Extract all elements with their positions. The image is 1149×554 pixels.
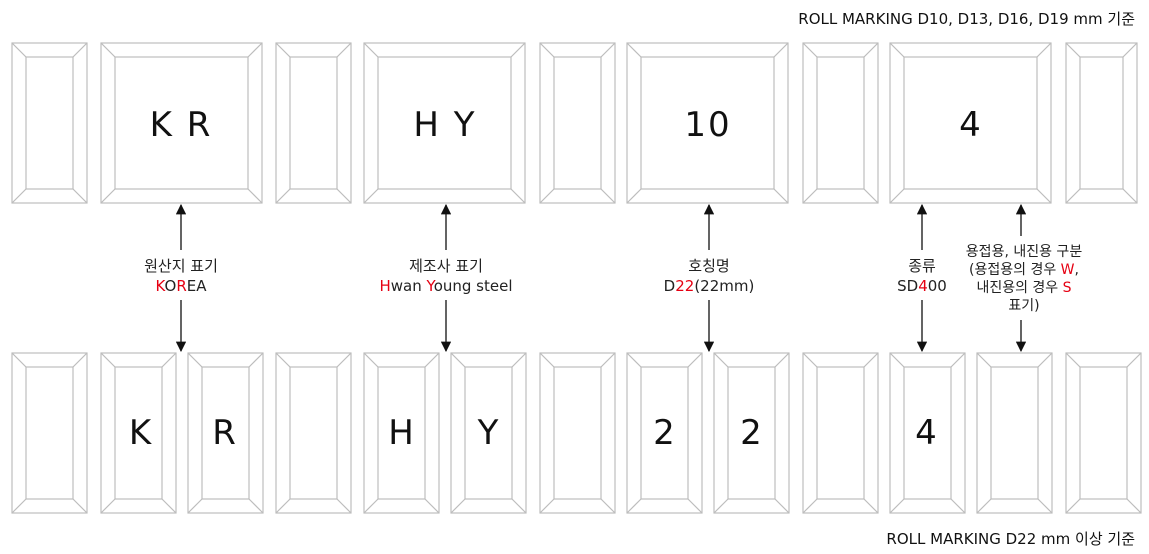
bottom-frame-10 (889, 352, 966, 514)
label-maker: 제조사 표기 Hwan Young steel (379, 254, 513, 298)
label-origin-title: 원산지 표기 (144, 257, 218, 275)
top-narrow-frame-3 (802, 42, 879, 204)
bottom-frame-7 (626, 352, 703, 514)
top-wide-frame-1 (363, 42, 526, 204)
label-usage-line2: (용접용의 경우 W, (969, 262, 1079, 278)
top-wide-frame-3 (889, 42, 1052, 204)
top-caption: ROLL MARKING D10, D13, D16, D19 mm 기준 (798, 10, 1135, 28)
bottom-mark-maker-1: H (388, 413, 416, 453)
label-usage-line1: 용접용, 내진용 구분 (965, 244, 1083, 260)
bottom-frame-9 (802, 352, 879, 514)
bottom-mark-size-2: 2 (740, 413, 764, 453)
label-origin-text: KOREA (155, 277, 207, 295)
top-narrow-frame-1 (275, 42, 352, 204)
bottom-frame-4 (363, 352, 440, 514)
label-maker-text: Hwan Young steel (379, 277, 513, 295)
label-usage: 용접용, 내진용 구분 (용접용의 경우 W, 내진용의 경우 S 표기) (965, 241, 1083, 317)
top-mark-size: 10 (684, 105, 732, 145)
label-usage-line3: 내진용의 경우 S (976, 280, 1072, 296)
top-mark-grade: 4 (959, 105, 983, 145)
bottom-frame-6 (539, 352, 616, 514)
top-narrow-frame-4 (1065, 42, 1138, 204)
label-size: 호칭명 D22(22mm) (663, 254, 755, 298)
bottom-mark-maker-2: Y (477, 413, 501, 453)
top-mark-origin: K R (149, 105, 213, 145)
label-size-title: 호칭명 (688, 257, 730, 275)
bottom-frame-3 (275, 352, 352, 514)
bottom-mark-origin-2: R (212, 413, 238, 453)
bottom-mark-grade: 4 (915, 413, 939, 453)
label-size-text: D22(22mm) (663, 277, 755, 295)
label-grade-text: SD400 (897, 277, 947, 295)
bottom-frame-11 (976, 352, 1053, 514)
top-narrow-frame-0 (11, 42, 88, 204)
label-grade-title: 종류 (908, 257, 936, 275)
bottom-frame-5 (450, 352, 527, 514)
bottom-frame-8 (713, 352, 790, 514)
bottom-mark-origin-1: K (128, 413, 154, 453)
bottom-mark-size-1: 2 (653, 413, 677, 453)
top-mark-maker: H Y (413, 105, 477, 145)
top-wide-frame-2 (626, 42, 789, 204)
bottom-frame-2 (187, 352, 264, 514)
label-maker-title: 제조사 표기 (409, 257, 483, 275)
bottom-caption: ROLL MARKING D22 mm 이상 기준 (886, 530, 1135, 548)
bottom-frame-12 (1065, 352, 1142, 514)
bottom-frame-1 (100, 352, 177, 514)
top-narrow-frame-2 (539, 42, 616, 204)
bottom-frame-0 (11, 352, 88, 514)
label-grade: 종류 SD400 (897, 254, 947, 298)
top-wide-frame-0 (100, 42, 263, 204)
label-usage-line4: 표기) (1008, 298, 1040, 314)
label-origin: 원산지 표기 KOREA (144, 254, 218, 298)
